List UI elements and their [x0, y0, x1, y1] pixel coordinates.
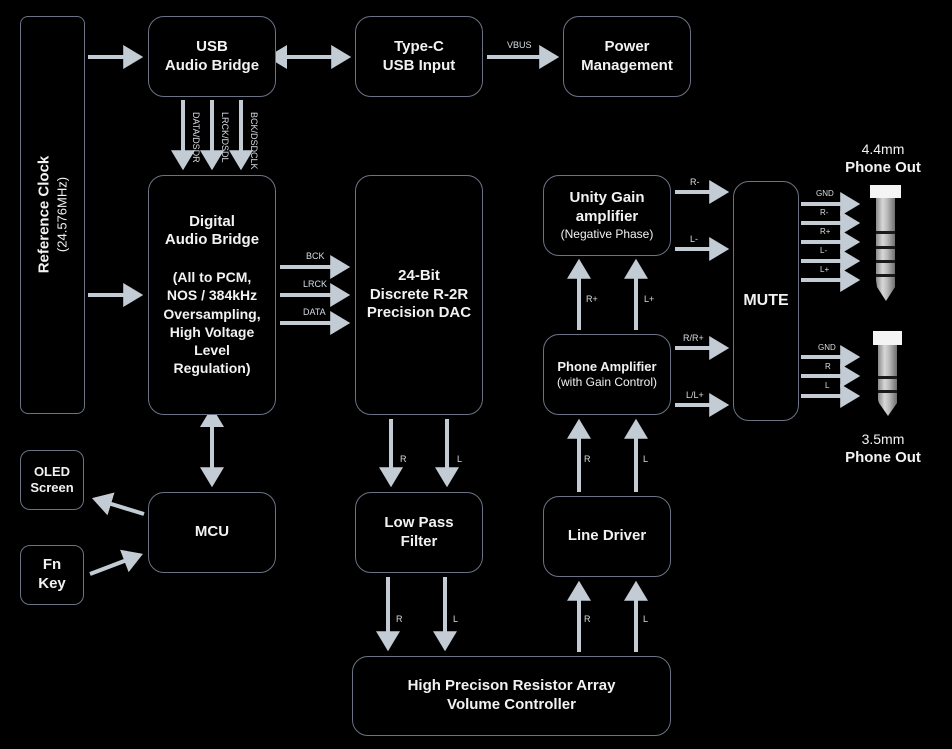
unity-gain-amplifier-block: Unity Gain amplifier (Negative Phase)	[543, 175, 671, 256]
label-35-l: L	[825, 381, 830, 390]
lpf-line2: Filter	[400, 532, 438, 550]
label-dac-lpf-l: L	[457, 454, 463, 464]
dab-desc-line: Level	[194, 341, 230, 358]
reference-clock-title: Reference Clock	[35, 155, 53, 274]
usb-bridge-line2: Audio Bridge	[164, 56, 260, 74]
label-pa-unity-l: L+	[644, 294, 655, 304]
digital-audio-bridge-block: Digital Audio Bridge (All to PCM, NOS / …	[148, 175, 276, 415]
label-lrck-dsdl: LRCK/DSDL	[220, 112, 230, 163]
phone-amp-line1: Phone Amplifier	[557, 358, 657, 374]
dab-desc-line: Regulation)	[173, 360, 251, 377]
label-pa-unity-r: R+	[586, 294, 598, 304]
arrow-fn-mcu	[89, 549, 143, 576]
low-pass-filter-block: Low Pass Filter	[355, 492, 483, 573]
oled-line1: OLED	[33, 463, 71, 479]
dab-desc-line: Oversampling,	[163, 305, 261, 322]
mute-label: MUTE	[743, 292, 789, 309]
label-ld-pa-r: R	[584, 454, 591, 464]
power-line2: Management	[581, 56, 673, 74]
jack-35-label: Phone Out	[845, 448, 921, 466]
line-driver-block: Line Driver	[543, 496, 671, 577]
volume-controller-block: High Precison Resistor Array Volume Cont…	[352, 656, 671, 736]
dac-line1: 24-Bit	[398, 266, 440, 284]
label-ld-pa-l: L	[643, 454, 649, 464]
mcu-label: MCU	[194, 523, 230, 541]
fn-line2: Key	[38, 575, 66, 592]
label-vbus: VBUS	[507, 40, 532, 50]
typec-line2: USB Input	[382, 56, 456, 74]
jack-44-size: 4.4mm	[861, 141, 905, 157]
label-unity-l-minus: L-	[690, 234, 699, 244]
label-vol-ld-l: L	[643, 614, 649, 624]
label-dac-lpf-r: R	[400, 454, 407, 464]
label-44-r-plus: R+	[820, 227, 831, 236]
label-44-l-plus: L+	[820, 265, 830, 274]
label-lrck: LRCK	[303, 279, 328, 289]
jack-35-title: 3.5mm Phone Out	[828, 431, 938, 467]
reference-clock-freq: (24.576MHz)	[54, 176, 70, 253]
dab-description: (All to PCM, NOS / 384kHz Oversampling, …	[163, 268, 260, 377]
label-35-gnd: GND	[818, 343, 836, 352]
dab-desc-line: NOS / 384kHz	[166, 287, 258, 304]
jack-35-size: 3.5mm	[861, 431, 905, 447]
power-management-block: Power Management	[563, 16, 691, 97]
label-lpf-vol-r: R	[396, 614, 403, 624]
line-driver-label: Line Driver	[567, 527, 647, 545]
unity-line1: Unity Gain	[569, 189, 645, 207]
phone-amp-sub: (with Gain Control)	[556, 375, 658, 390]
lpf-line1: Low Pass	[384, 513, 454, 531]
usb-bridge-line1: USB	[196, 37, 228, 55]
volume-line1: High Precison Resistor Array	[407, 677, 616, 695]
dab-line1: Digital	[189, 212, 235, 230]
label-35-r: R	[825, 362, 831, 371]
label-bck: BCK	[306, 251, 325, 261]
label-data-dsdr: DATA/DSDR	[191, 112, 201, 163]
fn-line1: Fn	[42, 556, 62, 574]
phone-amplifier-block: Phone Amplifier (with Gain Control)	[543, 334, 671, 415]
arrow-mcu-oled	[91, 492, 145, 516]
oled-screen-block: OLED Screen	[20, 450, 84, 510]
fn-key-block: Fn Key	[20, 545, 84, 605]
label-vol-ld-r: R	[584, 614, 591, 624]
volume-line2: Volume Controller	[447, 696, 576, 713]
unity-sub: (Negative Phase)	[560, 226, 654, 241]
jack-44-label: Phone Out	[845, 158, 921, 176]
mcu-block: MCU	[148, 492, 276, 573]
dab-desc-line: (All to PCM,	[172, 269, 252, 286]
plug-44-icon	[870, 185, 901, 301]
dab-line2: Audio Bridge	[164, 231, 260, 249]
r2r-dac-block: 24-Bit Discrete R-2R Precision DAC	[355, 175, 483, 415]
typec-usb-input-block: Type-C USB Input	[355, 16, 483, 97]
dab-desc-line: High Voltage	[169, 323, 255, 340]
dac-line2: Discrete R-2R	[369, 285, 469, 303]
power-line1: Power	[604, 37, 650, 55]
label-44-l-minus: L-	[820, 246, 828, 255]
label-unity-r-minus: R-	[690, 177, 700, 187]
dac-line3: Precision DAC	[366, 304, 472, 322]
unity-line2: amplifier	[575, 208, 639, 225]
label-bck-dsdclk: BCK/DSDCLK	[249, 112, 259, 170]
reference-clock-block: Reference Clock (24.576MHz)	[20, 16, 85, 414]
typec-line1: Type-C	[394, 37, 444, 55]
label-pa-r: R/R+	[683, 333, 704, 343]
usb-audio-bridge-block: USB Audio Bridge	[148, 16, 276, 97]
label-pa-l: L/L+	[686, 390, 704, 400]
jack-44-title: 4.4mm Phone Out	[828, 141, 938, 177]
label-data: DATA	[303, 307, 326, 317]
plug-35-icon	[873, 331, 902, 416]
label-44-r-minus: R-	[820, 208, 829, 217]
label-lpf-vol-l: L	[453, 614, 459, 624]
mute-block: MUTE	[733, 181, 799, 421]
label-44-gnd: GND	[816, 189, 834, 198]
oled-line2: Screen	[30, 480, 74, 495]
